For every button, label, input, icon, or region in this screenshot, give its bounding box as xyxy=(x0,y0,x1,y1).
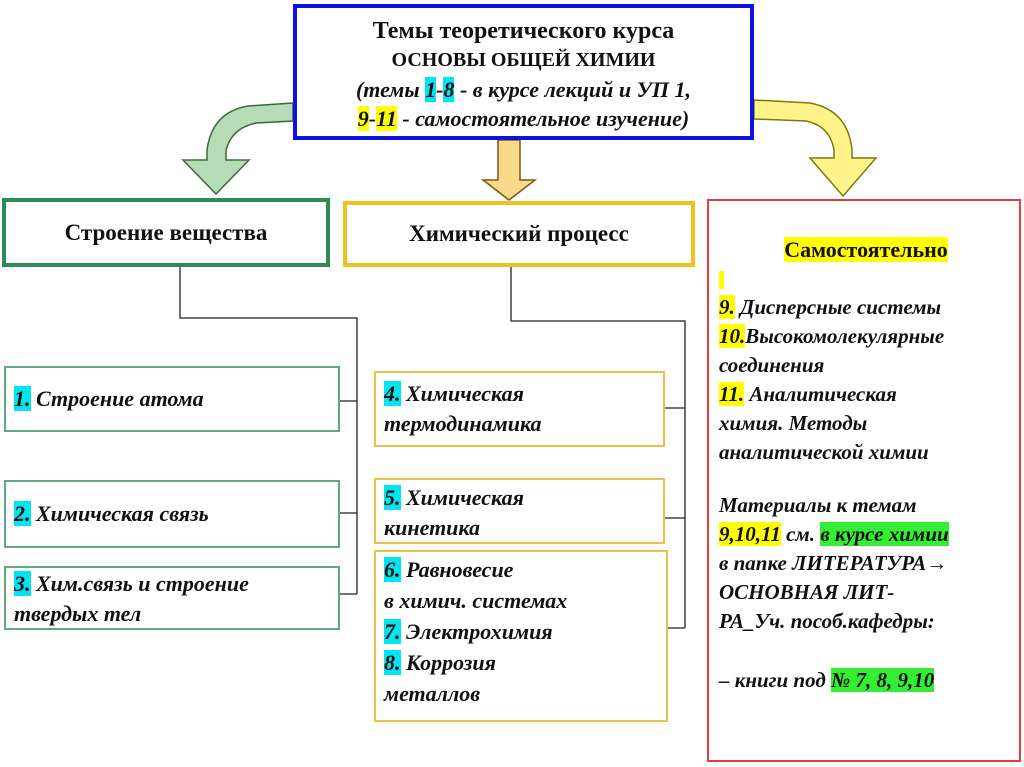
topic-label: Химическая xyxy=(400,485,524,510)
topic-label: Высокомолекулярные xyxy=(745,324,945,348)
topic-label: Электрохимия xyxy=(400,619,553,644)
topic-number: 3. xyxy=(14,571,31,596)
dash: - xyxy=(368,106,377,131)
structure-tree-lines xyxy=(179,267,358,595)
topic-2-box: 2. Химическая связь xyxy=(4,480,340,548)
topic-range-end-8: 8 xyxy=(443,77,455,102)
topics-6-8-box: 6. Равновесие в химич. системах 7. Элект… xyxy=(374,550,668,722)
topic-label-line-2: соединения xyxy=(719,353,825,377)
topic-1-box: 1. Строение атома xyxy=(4,366,340,432)
topic-label-line-2: химия. Методы xyxy=(719,411,868,435)
topic-3-box: 3. Хим.связь и строение твердых тел xyxy=(4,566,340,630)
topic-label-line-2: металлов xyxy=(384,681,481,706)
topic-label-line-3: аналитической химии xyxy=(719,440,929,464)
self-study-box: Самостоятельно 9. Дисперсные системы 10.… xyxy=(707,199,1021,762)
topic-label: Коррозия xyxy=(400,650,496,675)
materials-see: см. xyxy=(780,522,821,546)
topic-number: 9. xyxy=(719,295,735,319)
topic-label: Химическая xyxy=(400,381,524,406)
topic-label-line-2: твердых тел xyxy=(14,601,142,626)
category-structure: Строение вещества xyxy=(2,198,330,267)
book-numbers: № 7, 8, 9,10 xyxy=(830,668,935,692)
arrow-to-process xyxy=(480,139,538,201)
materials-line-1: Материалы к темам xyxy=(719,493,917,517)
materials-course-link: в курсе химии xyxy=(820,522,949,546)
title-line-4-suffix: - самостоятельное изучение) xyxy=(396,106,690,131)
topic-label: Химическая связь xyxy=(30,501,209,526)
title-line-4: 9-11 - самостоятельное изучение) xyxy=(297,104,750,133)
topic-number: 5. xyxy=(384,485,401,510)
title-line-3: (темы 1-8 - в курсе лекций и УП 1, xyxy=(297,75,750,104)
topic-range-start-9: 9 xyxy=(357,106,369,131)
topic-number: 11. xyxy=(719,382,745,406)
topic-label: Строение атома xyxy=(30,386,204,411)
course-title-box: Темы теоретического курса ОСНОВЫ ОБЩЕЙ Х… xyxy=(293,4,754,140)
books-line: – книги под № 7, 8, 9,10 xyxy=(719,666,1013,695)
topic-number: 8. xyxy=(384,650,401,675)
materials-line-5: РА_Уч. пособ.кафедры: xyxy=(719,609,935,633)
topic-number: 10. xyxy=(719,324,746,348)
dash: - xyxy=(436,77,444,102)
highlight-mark xyxy=(719,271,724,290)
topic-number: 4. xyxy=(384,381,401,406)
topic-5-box: 5. Химическая кинетика xyxy=(374,478,665,544)
self-study-heading: Самостоятельно xyxy=(784,237,948,262)
title-line-1: Темы теоретического курса xyxy=(372,18,675,44)
topic-label-line-2: термодинамика xyxy=(384,411,542,436)
topic-range-end-11: 11 xyxy=(376,106,397,131)
title-line-3-suffix: - в курсе лекций и УП 1, xyxy=(454,77,692,102)
topic-label: Равновесие xyxy=(400,557,514,582)
topic-4-box: 4. Химическая термодинамика xyxy=(374,371,665,447)
topic-number: 2. xyxy=(14,501,31,526)
title-line-2: ОСНОВЫ ОБЩЕЙ ХИМИИ xyxy=(391,49,656,71)
materials-line-2: 9,10,11 см. в курсе химии xyxy=(719,520,1013,549)
category-process: Химический процесс xyxy=(343,201,695,267)
process-tree-lines xyxy=(510,267,686,629)
materials-topic-numbers: 9,10,11 xyxy=(719,522,781,546)
topic-label: Дисперсные системы xyxy=(734,295,942,319)
topic-number: 6. xyxy=(384,557,401,582)
title-line-3-prefix: (темы xyxy=(355,77,426,102)
arrow-to-self-study xyxy=(753,99,878,198)
topic-label: Аналитическая xyxy=(744,382,897,406)
materials-line-3: в папке ЛИТЕРАТУРА→ xyxy=(719,551,948,575)
arrow-to-structure xyxy=(181,102,294,196)
topic-label-line-2: кинетика xyxy=(384,515,481,540)
materials-line-4: ОСНОВНАЯ ЛИТ- xyxy=(719,580,895,604)
books-prefix: – книги под xyxy=(719,668,831,692)
topic-number: 1. xyxy=(14,386,31,411)
topic-range-start-1: 1 xyxy=(425,77,437,102)
topic-label-line-2: в химич. системах xyxy=(384,588,568,613)
topic-number: 7. xyxy=(384,619,401,644)
topic-label: Хим.связь и строение xyxy=(30,571,249,596)
